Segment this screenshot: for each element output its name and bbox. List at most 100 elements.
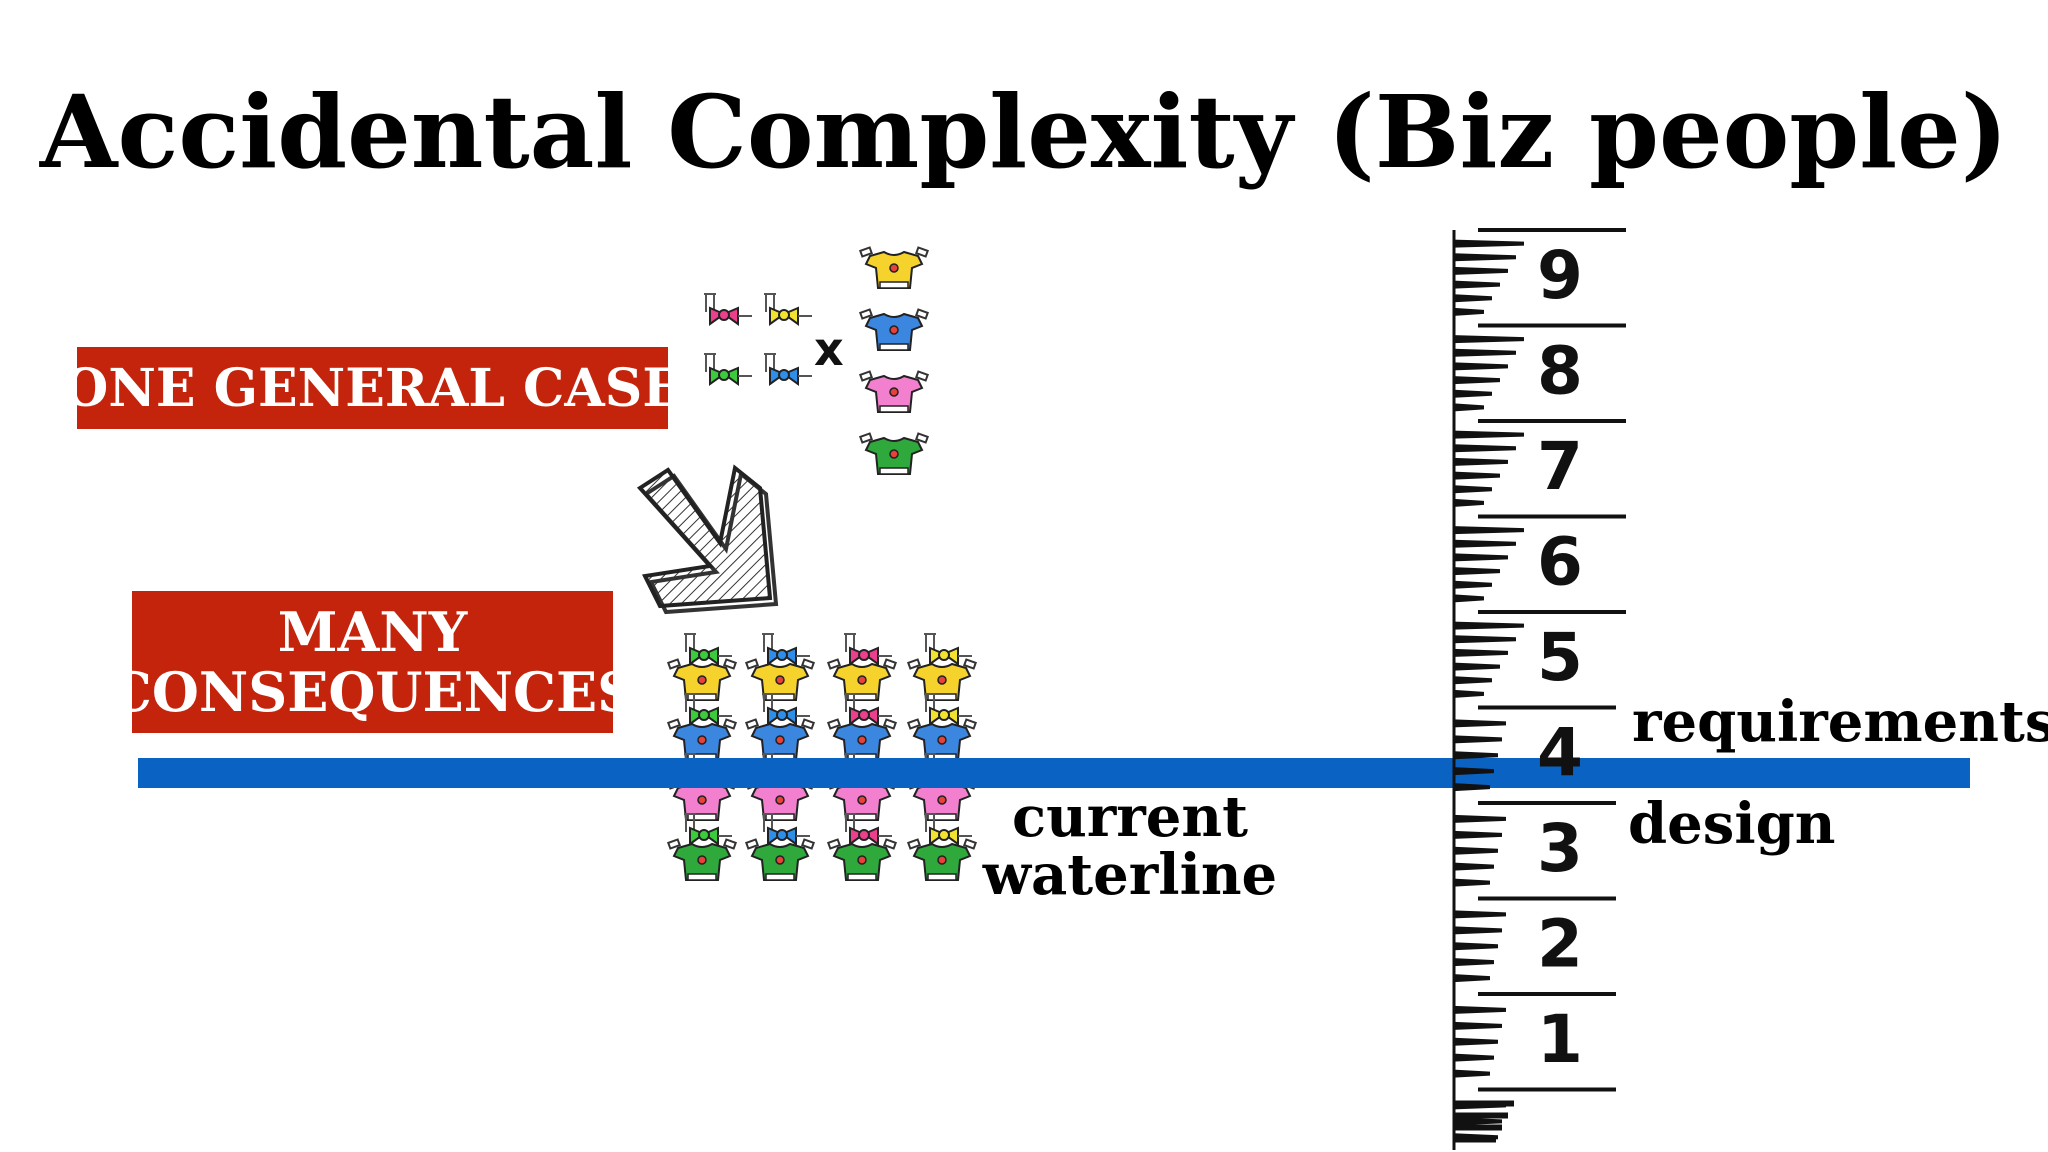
shirt-icon	[858, 246, 930, 298]
bow-icon	[920, 812, 974, 856]
ruler-number-9: 9	[1537, 237, 1583, 314]
requirements-caption: requirements	[1632, 689, 2048, 755]
many-consequences-line2: CONSEQUENCES	[108, 660, 637, 724]
down-right-arrow-svg	[636, 464, 779, 615]
current-waterline-line2: waterline	[982, 842, 1278, 908]
bow-icon	[758, 632, 812, 676]
ruler-tick	[1454, 1053, 1494, 1062]
ruler-tick	[1454, 389, 1492, 398]
shirt-icon	[744, 718, 816, 770]
many-consequences-label: MANY CONSEQUENCES	[109, 591, 636, 733]
shirt-icon	[906, 658, 978, 710]
ruler-number-4: 4	[1537, 715, 1583, 792]
ruler-tick	[1454, 942, 1498, 951]
ruler-tick	[1454, 580, 1492, 589]
ruler-tick	[1454, 526, 1524, 535]
ruler-tick	[1454, 846, 1498, 855]
bow-icon	[920, 692, 974, 736]
ruler-svg: 9 8 7 6 5 4 3 2 1	[1452, 228, 1626, 1150]
ruler-tick	[1454, 689, 1484, 698]
ruler-tick	[1454, 1100, 1514, 1107]
ruler-tick	[1454, 280, 1500, 289]
ruler-tick	[1454, 253, 1516, 262]
ruler-tick	[1454, 403, 1484, 412]
one-general-case-text: ONE GENERAL CASE	[63, 357, 682, 419]
ruler-tick	[1454, 294, 1492, 303]
ruler-tick	[1454, 471, 1500, 480]
bow-icon	[680, 632, 734, 676]
bow-icon	[680, 812, 734, 856]
shirt-icon	[858, 370, 930, 422]
ruler-number-1: 1	[1537, 1001, 1583, 1078]
bow-icon	[680, 692, 734, 736]
ruler-tick	[1454, 1117, 1502, 1126]
ruler-tick	[1454, 862, 1494, 871]
ruler-tick	[1454, 830, 1502, 839]
ruler-tick	[1454, 430, 1524, 439]
ruler-number-3: 3	[1537, 810, 1583, 887]
shirt-icon	[666, 658, 738, 710]
shirt-icon	[858, 308, 930, 360]
bow-icon	[758, 812, 812, 856]
ruler-tick	[1454, 878, 1490, 887]
ruler-tick	[1454, 498, 1484, 507]
shirt-icon	[826, 838, 898, 890]
ruler-tick	[1454, 783, 1490, 792]
ruler-tick	[1454, 307, 1484, 316]
ruler-number-2: 2	[1537, 906, 1583, 983]
ruler-number-6: 6	[1537, 524, 1583, 601]
ruler-tick	[1454, 335, 1524, 344]
bow-icon	[760, 292, 814, 336]
ruler-tick	[1454, 676, 1492, 685]
ruler-tick	[1454, 958, 1494, 967]
shirt-icon	[826, 658, 898, 710]
current-waterline-caption: current waterline	[975, 788, 1285, 904]
down-right-arrow-icon	[610, 448, 790, 623]
shirt-icon	[744, 658, 816, 710]
ruler-tick	[1454, 1136, 1496, 1143]
ruler-tick	[1454, 974, 1490, 983]
times-sign: x	[814, 322, 844, 376]
ruler-tick	[1454, 1069, 1490, 1078]
ruler-tick	[1454, 926, 1502, 935]
slide-title: Accidental Complexity (Biz people)	[39, 73, 2009, 191]
design-caption: design	[1628, 791, 1836, 857]
bow-icon	[700, 352, 754, 396]
ruler-tick	[1454, 594, 1484, 603]
ruler-tick	[1454, 1021, 1502, 1030]
bow-icon	[840, 632, 894, 676]
ruler-tick	[1454, 621, 1524, 630]
shirt-icon	[744, 838, 816, 890]
current-waterline-bar	[138, 758, 1970, 788]
ruler-tick	[1454, 719, 1506, 728]
current-waterline-line1: current	[1011, 784, 1249, 850]
ruler-number-7: 7	[1537, 428, 1583, 505]
bow-icon	[840, 692, 894, 736]
ruler-tick	[1454, 767, 1494, 776]
ruler-tick	[1454, 266, 1508, 275]
ruler-tick	[1454, 1112, 1508, 1119]
ruler-tick	[1454, 457, 1508, 466]
ruler-tick	[1454, 1124, 1502, 1131]
bow-icon	[840, 812, 894, 856]
shirt-icon	[858, 432, 930, 484]
ruler-tick	[1454, 239, 1524, 248]
ruler-tick	[1454, 814, 1506, 823]
shirt-icon	[906, 838, 978, 890]
many-consequences-line1: MANY	[277, 600, 468, 664]
ruler-tick	[1454, 910, 1506, 919]
ruler-number-8: 8	[1537, 333, 1583, 410]
ruler-tick	[1454, 376, 1500, 385]
ruler-tick	[1454, 553, 1508, 562]
ruler-tick	[1454, 362, 1508, 371]
bow-icon	[920, 632, 974, 676]
bow-icon	[760, 352, 814, 396]
ruler-tick	[1454, 485, 1492, 494]
ruler-tick	[1454, 662, 1500, 671]
ruler-tick	[1454, 735, 1502, 744]
ruler-tick	[1454, 648, 1508, 657]
ruler-tick	[1454, 1037, 1498, 1046]
ruler-number-5: 5	[1537, 619, 1583, 696]
ruler-tick	[1454, 539, 1516, 548]
depth-gauge-ruler: 9 8 7 6 5 4 3 2 1	[1450, 210, 1630, 1152]
